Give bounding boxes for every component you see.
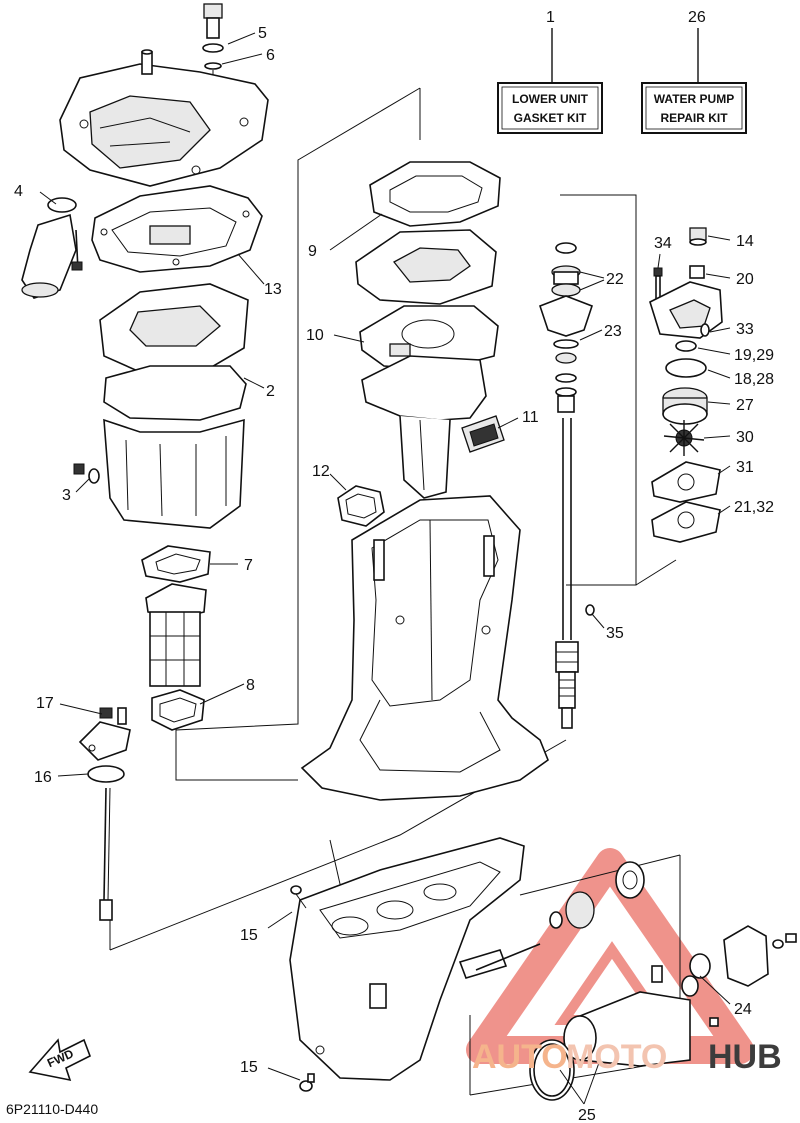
callout-8: 8	[246, 677, 255, 694]
callout-16: 16	[34, 769, 52, 786]
callout-21-32: 21,32	[734, 499, 774, 516]
kit-label-line2: GASKET KIT	[514, 111, 587, 125]
seal-part-12	[337, 485, 385, 527]
kit-label-line1: WATER PUMP	[654, 92, 734, 106]
adapter-plate	[355, 229, 497, 305]
callout-2: 2	[266, 383, 275, 400]
watermark-text: AUTO MOTO HUB	[472, 1038, 782, 1076]
callout-26: 26	[688, 9, 706, 26]
exhaust-guide-housing	[361, 355, 487, 499]
bracket-part-17	[78, 707, 131, 761]
upper-casing-main	[300, 495, 549, 801]
callout-20: 20	[736, 271, 754, 288]
kit-box-water-pump-repair: WATER PUMP REPAIR KIT	[641, 82, 747, 134]
bolt-part-3	[73, 463, 100, 484]
gasket-part-13	[91, 185, 263, 273]
callout-12: 12	[312, 463, 330, 480]
gasket-part-10	[359, 305, 499, 371]
callout-27: 27	[736, 397, 754, 414]
watermark-part3: HUB	[708, 1038, 782, 1076]
bolt-part-15-lower	[299, 1073, 315, 1092]
callout-numbers: 1 26 5 6 4 13 2 3 7 8 17 16 15 15 9 10 1…	[14, 9, 774, 1123]
gear-assembly	[529, 861, 797, 1101]
callout-35: 35	[606, 625, 624, 642]
callout-22: 22	[606, 271, 624, 288]
callout-6: 6	[266, 47, 275, 64]
callout-19-29: 19,29	[734, 347, 774, 364]
callout-4: 4	[14, 183, 23, 200]
kit-box-lower-unit-gasket: LOWER UNIT GASKET KIT	[497, 82, 603, 134]
callout-9: 9	[308, 243, 317, 260]
callout-13: 13	[264, 281, 282, 298]
water-pump-parts	[649, 227, 723, 543]
callout-17: 17	[36, 695, 54, 712]
callout-34: 34	[654, 235, 672, 252]
lower-gearcase	[289, 837, 541, 1081]
gasket-part-7	[141, 545, 211, 583]
kit-label-line1: LOWER UNIT	[512, 92, 589, 106]
callout-18-28: 18,28	[734, 371, 774, 388]
callout-leaders	[39, 32, 731, 1105]
callout-30: 30	[736, 429, 754, 446]
callout-31: 31	[736, 459, 754, 476]
watermark-part2: MOTO	[566, 1038, 667, 1076]
oring-part-16	[87, 765, 125, 783]
callout-15-lower: 15	[240, 1059, 258, 1076]
kit-label-line2: REPAIR KIT	[660, 111, 728, 125]
drive-shaft-assembly	[538, 242, 594, 729]
callout-15-upper: 15	[240, 927, 258, 944]
callout-7: 7	[244, 557, 253, 574]
pin-part-35	[585, 604, 595, 616]
upper-casing-part	[59, 49, 269, 187]
watermark-part1: AUTO	[472, 1038, 568, 1076]
callout-11: 11	[522, 409, 539, 426]
forward-direction-arrow: FWD	[28, 1038, 92, 1082]
damper-part-11	[461, 415, 505, 453]
callout-5: 5	[258, 25, 267, 42]
diagram-code: 6P21110-D440	[6, 1101, 98, 1117]
callout-14: 14	[736, 233, 754, 250]
housing-part-2	[99, 283, 249, 529]
callout-1: 1	[546, 9, 555, 26]
gasket-part-9	[369, 161, 501, 227]
callout-24: 24	[734, 1001, 752, 1018]
clip-part-4	[21, 197, 83, 299]
shift-rod	[99, 787, 113, 921]
callout-3: 3	[62, 487, 71, 504]
callout-23: 23	[604, 323, 622, 340]
callout-25: 25	[578, 1107, 596, 1123]
impeller-part-30	[663, 420, 705, 456]
callout-10: 10	[306, 327, 324, 344]
muffler-part-8	[145, 583, 207, 731]
callout-33: 33	[736, 321, 754, 338]
